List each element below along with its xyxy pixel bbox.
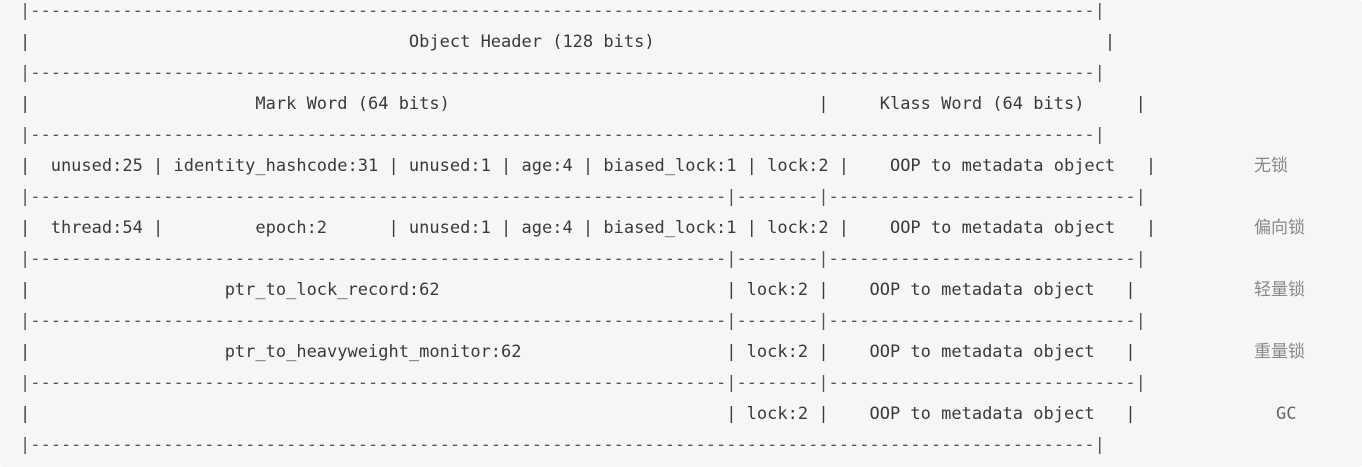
word-header-row: | Mark Word (64 bits) | Klass Word (64 b…: [20, 94, 1146, 114]
annotation-unlocked: 无锁: [1254, 156, 1288, 176]
separator-line: |---------------------------------------…: [20, 311, 1146, 331]
separator-line: |---------------------------------------…: [20, 435, 1105, 455]
annotation-heavyweight: 重量锁: [1254, 342, 1305, 362]
row-biased: | thread:54 | epoch:2 | unused:1 | age:4…: [20, 218, 1157, 238]
row-unlocked: | unused:25 | identity_hashcode:31 | unu…: [20, 156, 1157, 176]
annotation-lightweight: 轻量锁: [1254, 280, 1305, 300]
separator-line: |---------------------------------------…: [20, 63, 1105, 83]
annotation-biased: 偏向锁: [1254, 218, 1305, 238]
separator-line: |---------------------------------------…: [20, 249, 1146, 269]
row-gc: | | lock:2 | OOP to metadata object |: [20, 404, 1136, 424]
separator-line: |---------------------------------------…: [20, 125, 1105, 145]
separator-line: |---------------------------------------…: [20, 373, 1146, 393]
separator-line: |---------------------------------------…: [20, 1, 1105, 21]
annotation-gc: GC: [1276, 404, 1297, 424]
object-header-title: | Object Header (128 bits) |: [20, 32, 1116, 52]
row-heavyweight: | ptr_to_heavyweight_monitor:62 | lock:2…: [20, 342, 1136, 362]
row-lightweight: | ptr_to_lock_record:62 | lock:2 | OOP t…: [20, 280, 1136, 300]
separator-line: |---------------------------------------…: [20, 187, 1146, 207]
